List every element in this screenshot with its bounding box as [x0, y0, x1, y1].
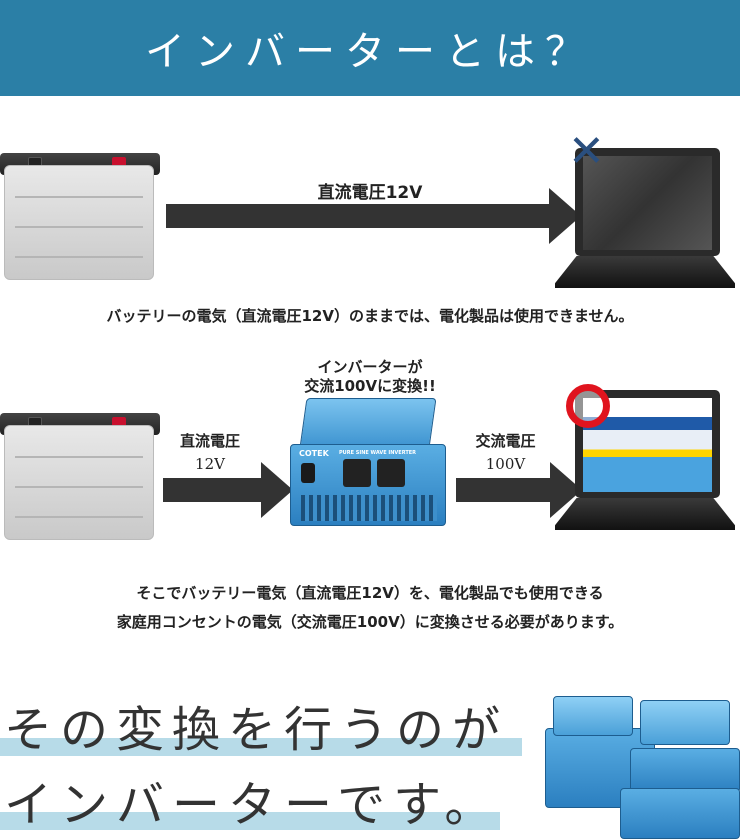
caption-no-use: バッテリーの電気（直流電圧12V）のままでは、電化製品は使用できません。	[106, 307, 634, 325]
inverter-title: インバーターが 交流100Vに変換!!	[270, 358, 470, 396]
circle-icon	[566, 384, 610, 428]
laptop-off-image	[555, 148, 735, 288]
inverter-brand: COTEK	[299, 449, 329, 458]
cross-icon: ✕	[568, 126, 605, 177]
laptop-on-image	[555, 390, 735, 530]
conclusion-line2: インバーターです。	[4, 777, 501, 833]
dc-label: 直流電圧	[179, 432, 240, 450]
inverter-model-text: PURE SINE WAVE INVERTER	[339, 450, 417, 456]
battery-image	[0, 395, 160, 545]
dc-voltage-label: 直流電圧12V	[317, 183, 423, 203]
highlight-bar	[0, 812, 500, 830]
dc-arrow	[163, 462, 293, 518]
ac-arrow	[456, 462, 582, 518]
inverter-title-line1: インバーターが	[317, 358, 423, 376]
inverter-title-line2: 交流100Vに変換!!	[304, 377, 436, 395]
inverter-products-image	[535, 688, 740, 839]
header-banner: インバーターとは？	[0, 0, 740, 96]
highlight-bar	[0, 738, 522, 756]
inverter-image: COTEK PURE SINE WAVE INVERTER	[288, 398, 448, 530]
caption-line1: そこでバッテリー電気（直流電圧12V）を、電化製品でも使用できる	[136, 584, 604, 602]
ac-label: 交流電圧	[475, 432, 536, 450]
page-title: インバーターとは？	[145, 29, 595, 75]
battery-image	[0, 135, 160, 285]
ac-value: 100V	[485, 455, 526, 473]
dc-arrow	[166, 188, 581, 244]
conclusion-line1: その変換を行うのが	[4, 702, 509, 758]
dc-value: 12V	[195, 455, 225, 473]
caption-line2: 家庭用コンセントの電気（交流電圧100V）に変換させる必要があります。	[116, 613, 624, 631]
